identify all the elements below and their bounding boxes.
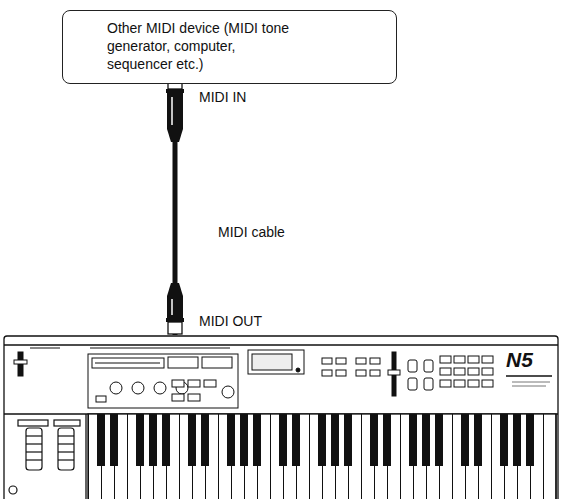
device-box: Other MIDI device (MIDI tone generator, … bbox=[62, 10, 397, 84]
wheels bbox=[9, 420, 80, 494]
keyboard-body bbox=[4, 336, 558, 499]
cable-label: MIDI cable bbox=[216, 224, 287, 240]
keyboard-unit: N5 bbox=[3, 335, 560, 499]
device-name: Other MIDI device (MIDI tone generator, … bbox=[63, 11, 305, 81]
midi-in-plug bbox=[166, 79, 184, 142]
model-logo: N5 bbox=[506, 349, 533, 371]
port-label: MIDI IN bbox=[197, 89, 248, 105]
control-panel bbox=[14, 348, 552, 408]
port-label: MIDI OUT bbox=[197, 313, 264, 329]
midi-out-plug bbox=[166, 283, 184, 334]
